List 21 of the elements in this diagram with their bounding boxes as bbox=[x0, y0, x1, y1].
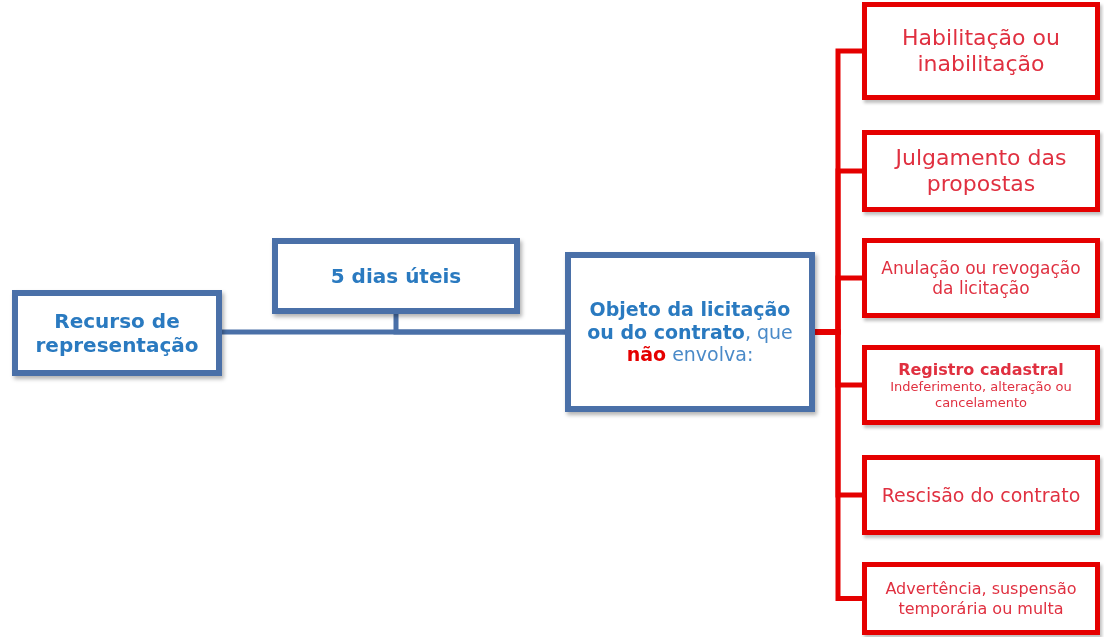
box-label: Julgamento das propostas bbox=[893, 144, 1068, 198]
connector-line bbox=[393, 314, 565, 335]
box-description: Indeferimento, alteração ou cancelamento bbox=[889, 379, 1073, 411]
box-label: Registro cadastral bbox=[897, 359, 1065, 379]
process-box bbox=[565, 252, 815, 412]
process-box bbox=[272, 238, 520, 314]
box-label: Rescisão do contrato bbox=[880, 483, 1082, 507]
connector-line bbox=[815, 329, 862, 601]
box-label: Objeto da licitação ou do contrato, que não envolva: bbox=[586, 297, 794, 367]
item-box bbox=[862, 238, 1100, 318]
box-label: Anulação ou revogação da licitação bbox=[880, 257, 1082, 299]
box-label: Recurso de representação bbox=[34, 309, 200, 357]
item-box bbox=[862, 2, 1100, 100]
item-box bbox=[862, 130, 1100, 212]
item-box bbox=[862, 345, 1100, 425]
box-label: Habilitação ou inabilitação bbox=[901, 24, 1061, 78]
item-box bbox=[862, 455, 1100, 535]
item-box bbox=[862, 562, 1100, 635]
box-label: Advertência, suspensão temporária ou multa bbox=[884, 579, 1078, 618]
process-box bbox=[12, 290, 222, 376]
box-label: 5 dias úteis bbox=[329, 264, 463, 288]
